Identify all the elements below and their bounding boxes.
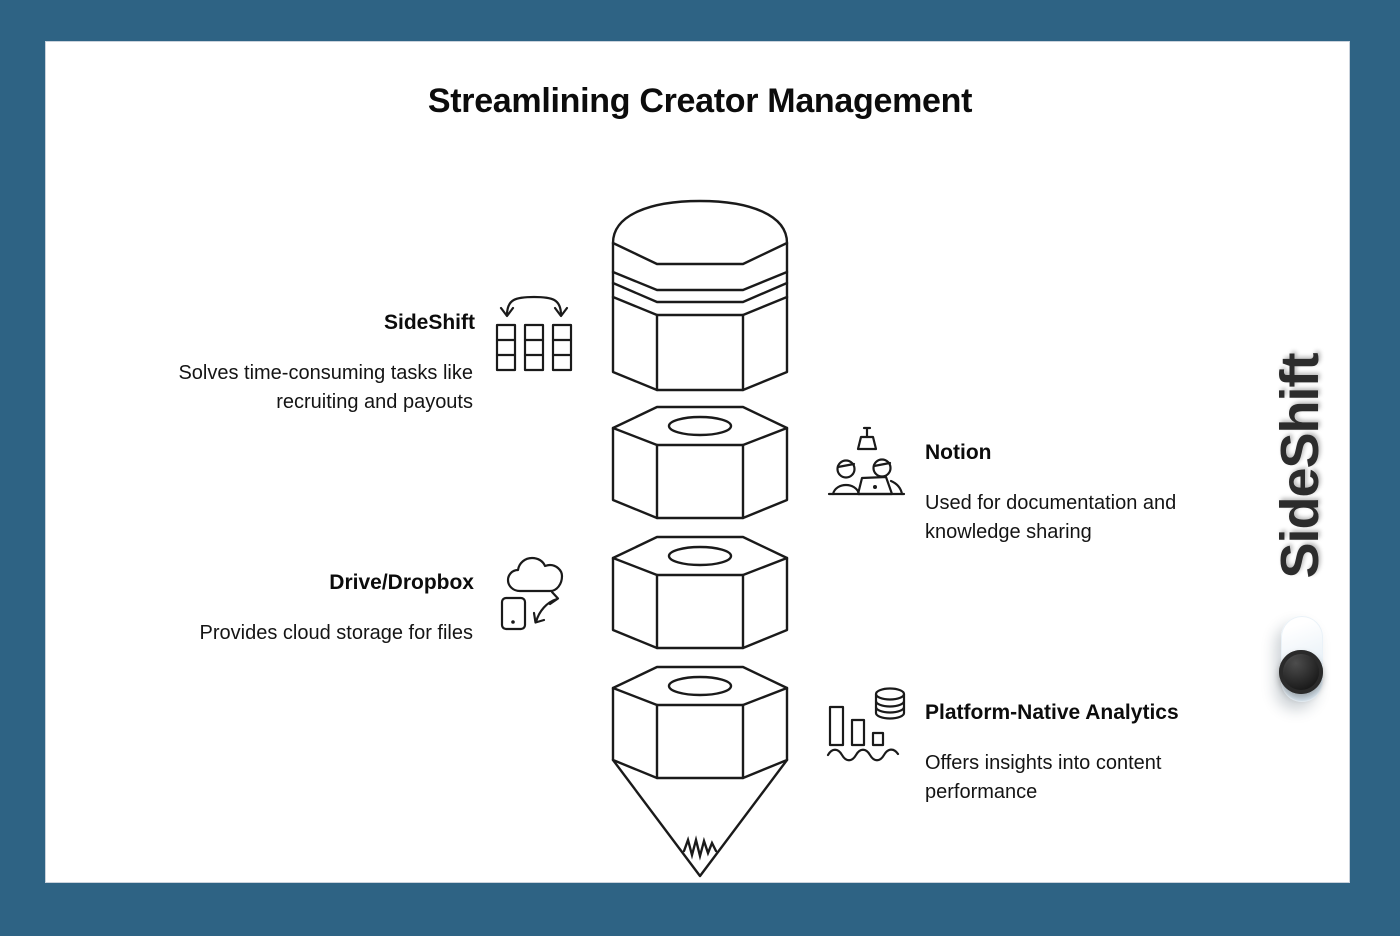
pencil-tip <box>613 760 787 876</box>
toggle-knob <box>1279 650 1323 694</box>
brand-watermark: SideShift <box>1270 353 1330 579</box>
exploded-pencil-illustration <box>611 195 789 885</box>
item-label-drive-dropbox: Drive/Dropbox <box>329 571 474 594</box>
team-collaboration-icon <box>826 424 906 500</box>
item-desc-sideshift: Solves time-consuming tasks like recruit… <box>178 362 473 413</box>
item-desc-notion: Used for documentation and knowledge sha… <box>925 492 1177 543</box>
pencil-segment-eraser <box>613 201 787 390</box>
item-desc-analytics: Offers insights into content performance <box>925 752 1162 803</box>
pencil-segment-4 <box>611 665 789 780</box>
item-label-analytics: Platform-Native Analytics <box>925 701 1179 724</box>
item-label-notion: Notion <box>925 441 992 464</box>
item-label-sideshift: SideShift <box>383 311 475 334</box>
pencil-segment-2 <box>611 405 789 520</box>
page-title: Streamlining Creator Management <box>427 82 973 120</box>
cloud-sync-icon <box>498 552 570 634</box>
item-desc-drive-dropbox: Provides cloud storage for files <box>199 622 473 644</box>
pencil-segment-3 <box>611 535 789 650</box>
analytics-icon <box>824 682 908 766</box>
kanban-swap-icon <box>494 292 574 376</box>
